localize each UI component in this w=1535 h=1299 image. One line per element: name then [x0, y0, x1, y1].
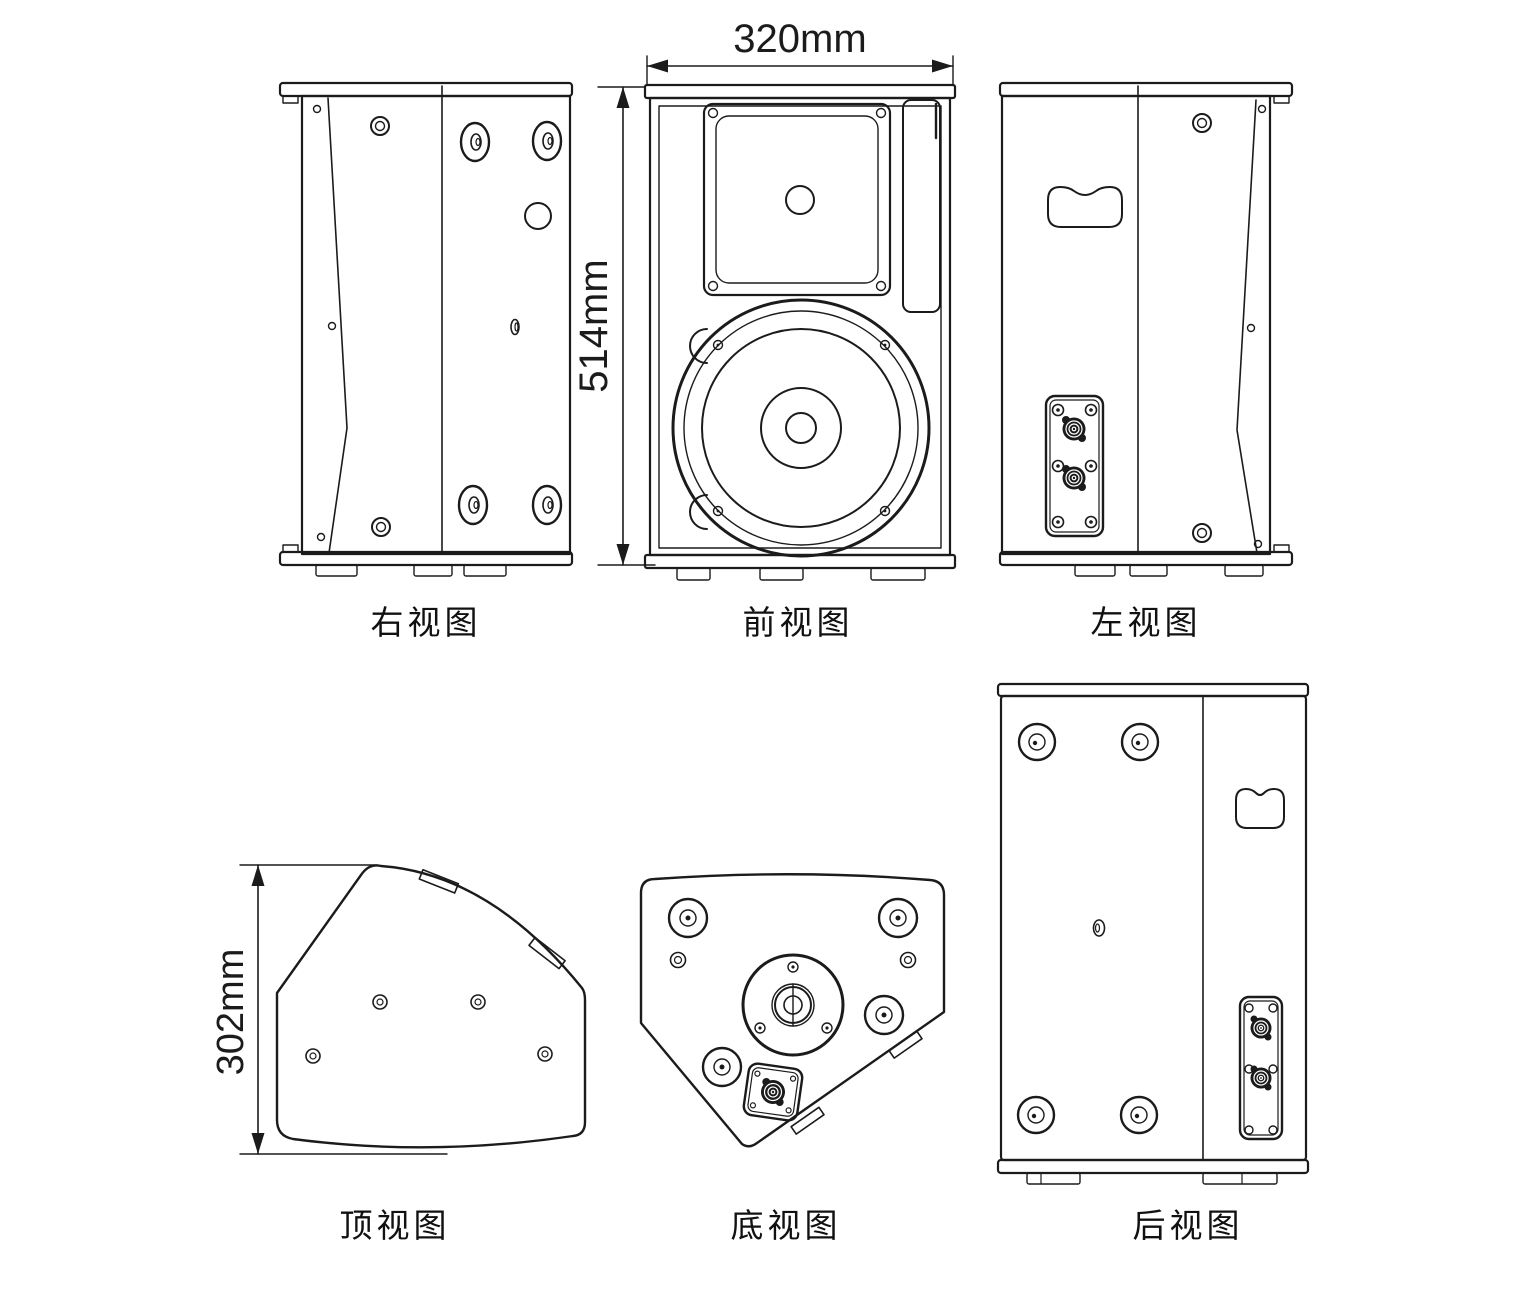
bottom-feet: [667, 897, 919, 1088]
tweeter: [702, 102, 892, 297]
tweeter-screw: [875, 107, 887, 119]
top-track-tab: [418, 868, 460, 894]
left-handle-cutout: [1047, 186, 1123, 228]
speakon-connector: [1062, 465, 1086, 491]
arrowhead-down: [616, 544, 630, 565]
right-pilot-holes: [312, 104, 337, 542]
rear-small-insert: [1092, 919, 1106, 937]
speakon-connector: [1250, 1065, 1272, 1091]
tweeter-screw: [707, 107, 719, 119]
rear-feet: [1026, 1172, 1278, 1185]
right-feet: [315, 564, 507, 577]
woofer-screws: [712, 339, 891, 517]
right-small-insert: [510, 318, 520, 336]
left-view: 左视图: [998, 81, 1294, 641]
arrowhead-right: [932, 59, 953, 73]
plate-screws: [1051, 403, 1098, 529]
right-body: [300, 94, 572, 556]
rear-rigging-inserts-top: [1017, 722, 1160, 762]
right-rigging-inserts: [457, 120, 563, 526]
bottom-view-label: 底视图: [731, 1207, 842, 1244]
rear-top-cap: [996, 682, 1310, 698]
top-view-label: 顶视图: [340, 1207, 451, 1244]
depth-dimension-text: 302mm: [210, 949, 252, 1076]
woofer-tab: [689, 494, 708, 530]
dust-cap: [760, 387, 842, 469]
left-feet: [1074, 564, 1264, 577]
bottom-small-rings: [669, 951, 917, 969]
left-top-lip: [1273, 95, 1290, 104]
right-top-lip: [282, 95, 299, 104]
tweeter-throat: [785, 185, 815, 215]
top-track-tab: [528, 936, 566, 970]
bottom-speakon-plate: [742, 1062, 804, 1122]
right-top-cap: [278, 81, 574, 98]
speakon-connector: [1062, 416, 1086, 442]
bottom-track-tab: [888, 1030, 923, 1059]
right-baffle-edge: [327, 97, 348, 554]
left-view-label: 左视图: [1091, 604, 1202, 641]
front-feet: [676, 567, 926, 581]
bottom-track-tab: [790, 1106, 825, 1135]
arrowhead-down: [251, 1133, 265, 1154]
pole-mount-cup: [741, 953, 845, 1057]
left-pilot-holes: [1246, 104, 1267, 549]
rear-view-label: 后视图: [1133, 1207, 1244, 1244]
left-body: [1000, 94, 1272, 556]
depth-dimension: 302mm: [210, 864, 448, 1155]
rear-view: 后视图: [996, 682, 1310, 1244]
left-connector-plate: [1044, 394, 1105, 538]
front-body: [648, 96, 952, 557]
top-outline: [275, 864, 587, 1149]
height-dimension: 514mm: [572, 86, 656, 566]
bottom-view: 底视图: [639, 873, 946, 1244]
top-screws: [305, 994, 553, 1064]
rear-body: [999, 694, 1308, 1162]
width-dimension-text: 320mm: [733, 17, 866, 61]
front-top-cap: [643, 83, 957, 100]
bass-port: [902, 99, 941, 313]
right-view-label: 右视图: [371, 604, 482, 641]
woofer-tab: [689, 328, 708, 364]
rear-rigging-inserts-bottom: [1016, 1095, 1159, 1135]
left-screw-ring-bottom: [1192, 523, 1212, 543]
front-view-label: 前视图: [743, 604, 854, 641]
arrowhead-up: [251, 865, 265, 886]
tweeter-screw: [707, 280, 719, 292]
left-screw-ring-top: [1192, 113, 1212, 133]
right-view: 右视图: [278, 81, 574, 641]
woofer: [671, 298, 931, 558]
top-view: 302mm 顶视图: [210, 864, 587, 1244]
height-dimension-text: 514mm: [572, 259, 616, 392]
speakon-connector: [761, 1077, 785, 1107]
arrowhead-left: [647, 59, 668, 73]
rear-bottom-cap: [996, 1158, 1310, 1175]
front-baffle: [658, 105, 942, 549]
rear-connector-plate: [1238, 995, 1284, 1141]
arrowhead-up: [616, 87, 630, 108]
left-top-cap: [998, 81, 1294, 98]
rear-handle-cutout: [1235, 788, 1285, 829]
speakon-connector: [1250, 1015, 1272, 1041]
right-screw-ring-bottom: [371, 517, 391, 537]
width-dimension: 320mm: [646, 17, 954, 85]
right-screw-ring-top: [370, 116, 390, 136]
front-view: 320mm 514mm: [572, 17, 957, 641]
bottom-outline: [639, 873, 946, 1148]
tweeter-screw: [875, 280, 887, 292]
left-baffle-edge: [1236, 99, 1258, 554]
right-pole-hole: [524, 202, 552, 230]
